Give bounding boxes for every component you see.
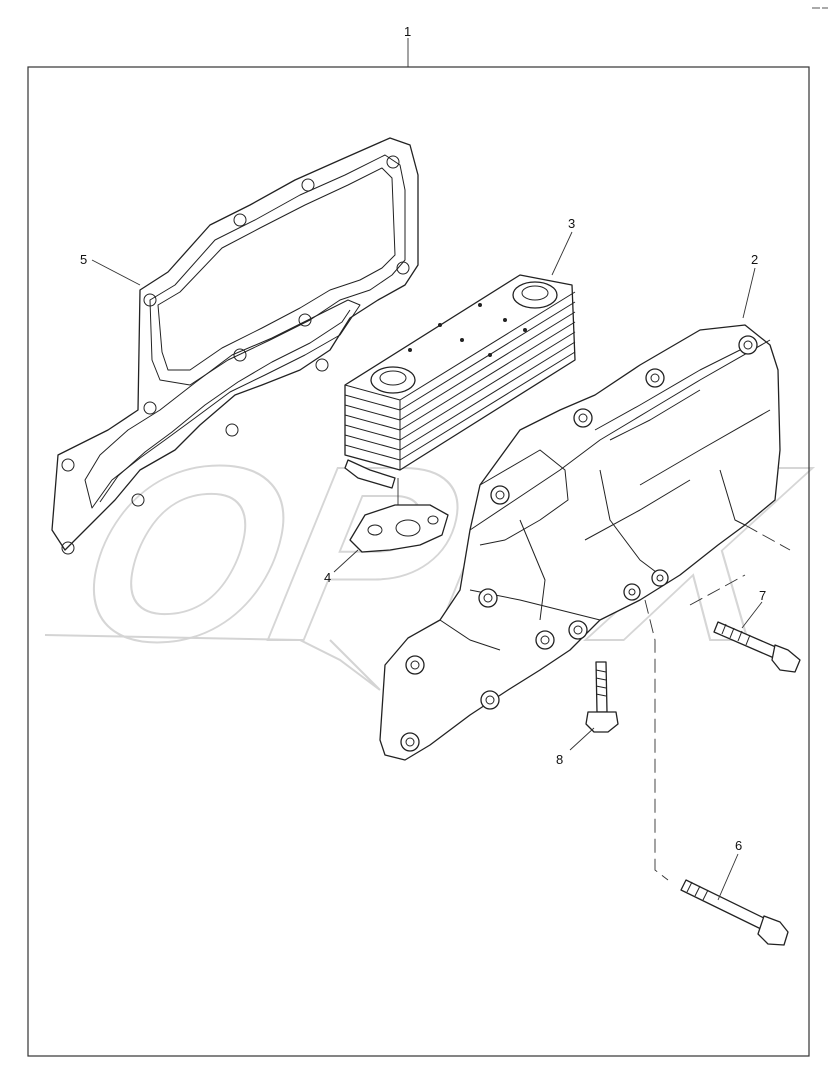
gasket-bolt-holes <box>61 155 410 555</box>
leader-2 <box>742 267 756 319</box>
leader-8 <box>569 727 595 751</box>
core-dots <box>408 303 527 357</box>
align-dash-2 <box>689 574 746 606</box>
leader-6 <box>717 853 739 901</box>
callout-1: 1 <box>404 24 411 39</box>
oil-cooler-housing-part-2 <box>379 324 781 761</box>
callout-3: 3 <box>568 216 575 231</box>
oil-cooler-core-part-3 <box>344 274 576 489</box>
housing-gasket-part-5 <box>51 137 419 555</box>
align-dash-1 <box>744 524 791 551</box>
leader-5 <box>91 259 141 286</box>
callout-8: 8 <box>556 752 563 767</box>
housing-bolt-bosses <box>400 335 758 752</box>
assembly-frame <box>27 66 810 1057</box>
bolt-part-7 <box>713 621 801 673</box>
callout-5: 5 <box>80 252 87 267</box>
core-gasket-part-4 <box>349 504 449 553</box>
core-fins <box>344 301 576 461</box>
callout-2: 2 <box>751 252 758 267</box>
short-bolt-part-8 <box>585 661 619 733</box>
align-dash-3 <box>644 599 669 881</box>
leader-3 <box>551 231 573 276</box>
leader-4 <box>333 549 359 573</box>
leader-7 <box>741 601 763 629</box>
watermark-swoosh <box>44 634 381 691</box>
long-bolt-part-6 <box>680 879 789 946</box>
callout-4: 4 <box>324 570 331 585</box>
callout-7: 7 <box>759 588 766 603</box>
callout-6: 6 <box>735 838 742 853</box>
